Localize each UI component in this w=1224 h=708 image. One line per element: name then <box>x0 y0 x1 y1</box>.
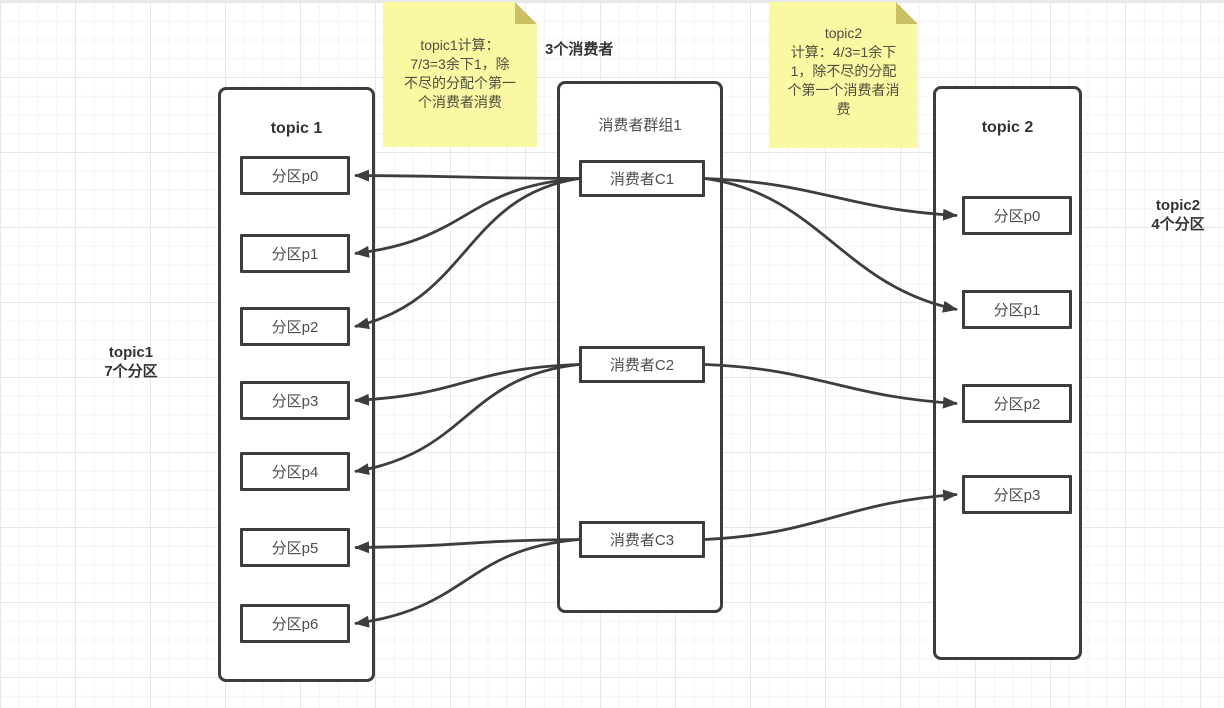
consumer-1: 消费者C1 <box>579 160 705 197</box>
edge-C1-to-topic2-p1 <box>704 177 958 313</box>
topic1-partition-2: 分区p2 <box>240 307 350 346</box>
label-consumer-count: 3个消费者 <box>545 41 614 58</box>
topic2-title: topic 2 <box>981 119 1034 136</box>
consumer-3: 消费者C3 <box>579 521 705 558</box>
edge-C3-to-topic1-p5 <box>354 538 580 554</box>
edge-C1-to-topic2-p0 <box>704 177 958 221</box>
edge-C1-to-topic1-p0 <box>354 169 580 182</box>
note-text: topic2 计算：4/3=1余下 1，除不尽的分配 个第一个消费者消 费 <box>787 25 900 117</box>
edge-C1-to-topic1-p1 <box>354 177 580 258</box>
topic2-container: topic 2 <box>933 86 1082 660</box>
label-topic1-partition-count: topic1 7个分区 <box>104 344 158 380</box>
topic1-title: topic 1 <box>270 120 323 137</box>
topic1-partition-5: 分区p5 <box>240 528 350 567</box>
note-text: topic1计算： 7/3=3余下1，除 不尽的分配个第一 个消费者消费 <box>404 37 516 110</box>
topic1-partition-6: 分区p6 <box>240 604 350 643</box>
edge-C3-to-topic1-p6 <box>354 538 580 628</box>
topic2-partition-1: 分区p1 <box>962 290 1072 329</box>
consumer-2: 消费者C2 <box>579 346 705 383</box>
topic2-partition-3: 分区p3 <box>962 475 1072 514</box>
topic1-partition-4: 分区p4 <box>240 452 350 491</box>
consumer-group-title: 消费者群组1 <box>598 117 682 134</box>
sticky-note-topic1-calc: topic1计算： 7/3=3余下1，除 不尽的分配个第一 个消费者消费 <box>383 2 537 147</box>
topic1-partition-0: 分区p0 <box>240 156 350 195</box>
edge-C2-to-topic2-p2 <box>704 363 958 409</box>
note-fold-corner-icon <box>896 2 918 24</box>
edge-C1-to-topic1-p2 <box>354 177 580 330</box>
topic2-partition-0: 分区p0 <box>962 196 1072 235</box>
topic2-partition-2: 分区p2 <box>962 384 1072 423</box>
edge-C3-to-topic2-p3 <box>704 489 958 541</box>
topic1-partition-1: 分区p1 <box>240 234 350 273</box>
label-topic2-partition-count: topic2 4个分区 <box>1151 197 1205 233</box>
sticky-note-topic2-calc: topic2 计算：4/3=1余下 1，除不尽的分配 个第一个消费者消 费 <box>769 2 918 148</box>
topic1-partition-3: 分区p3 <box>240 381 350 420</box>
edge-C2-to-topic1-p3 <box>354 363 580 406</box>
edge-C2-to-topic1-p4 <box>354 363 580 476</box>
note-fold-corner-icon <box>515 2 537 24</box>
